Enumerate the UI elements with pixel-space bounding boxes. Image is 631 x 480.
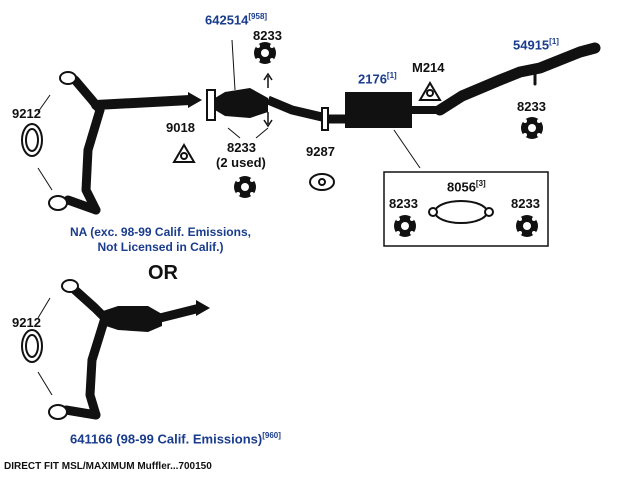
upper-9212-gasket <box>21 94 53 191</box>
upper-y-pipe[interactable] <box>63 75 195 215</box>
label-8233-pair: 8233 <box>227 140 256 155</box>
upper-arrow-icon <box>188 92 202 108</box>
label-9212-lower: 9212 <box>12 315 41 330</box>
label-8233-top: 8233 <box>253 28 282 43</box>
label-2176-number: 2176 <box>358 71 387 87</box>
up-down-arrows-icon <box>263 72 273 128</box>
label-2176-note: [1] <box>386 71 397 80</box>
label-8056-note: [3] <box>475 179 486 188</box>
label-54915-number: 54915 <box>513 37 550 53</box>
label-642514-note: [958] <box>248 12 268 21</box>
gasket-8233-top-icon <box>254 42 276 64</box>
lower-y-pipe-flanges <box>48 279 79 420</box>
upper-y-pipe-flanges <box>48 71 77 211</box>
label-8233-pair-qty: (2 used) <box>216 155 266 170</box>
na-note-line2: Not Licensed in Calif.) <box>97 240 224 254</box>
label-641166-text: 641166 (98-99 Calif. Emissions) <box>70 431 263 447</box>
lower-arrow-icon <box>196 300 210 316</box>
lower-9212-gasket <box>21 297 53 396</box>
gaskets-8233-pair-leaders <box>227 127 269 139</box>
gasket-8233-box-left-icon <box>394 215 416 237</box>
flange-9287[interactable] <box>321 107 345 131</box>
label-642514-number: 642514 <box>205 12 249 28</box>
label-8233-box-left: 8233 <box>389 196 418 211</box>
flange-9018-icon <box>172 143 196 163</box>
na-note-line1: NA (exc. 98-99 Calif. Emissions, <box>70 225 251 239</box>
gasket-8233-right-icon <box>521 117 543 139</box>
tailpipe-54915[interactable] <box>434 42 601 116</box>
label-641166-note: [960] <box>262 431 281 440</box>
gasket-8233-pair-icon <box>234 176 256 198</box>
label-2176: 2176[1] <box>358 71 397 87</box>
clamp-m214-icon <box>418 81 442 101</box>
label-9018: 9018 <box>166 120 195 135</box>
label-8056-number: 8056 <box>447 179 476 195</box>
na-note: NA (exc. 98-99 Calif. Emissions, Not Lic… <box>70 225 251 255</box>
label-8056: 8056[3] <box>447 179 486 195</box>
label-54915-note: [1] <box>549 37 559 46</box>
lower-converter-641166[interactable] <box>100 306 162 332</box>
converter-642514[interactable] <box>206 39 324 122</box>
footer-muffler-line: DIRECT FIT MSL/MAXIMUM Muffler...700150 <box>4 461 212 472</box>
label-m214: M214 <box>412 60 445 75</box>
or-separator: OR <box>148 262 178 284</box>
label-54915: 54915[1] <box>513 37 559 53</box>
label-642514: 642514[958] <box>205 12 268 28</box>
gasket-8233-box-right-icon <box>516 215 538 237</box>
label-641166: 641166 (98-99 Calif. Emissions)[960] <box>70 431 281 447</box>
label-9287: 9287 <box>306 144 335 159</box>
gasket-9287-icon <box>309 173 335 191</box>
label-8233-box-right: 8233 <box>511 196 540 211</box>
label-9212-upper: 9212 <box>12 106 41 121</box>
muffler-2176[interactable] <box>345 92 440 169</box>
label-8233-right: 8233 <box>517 99 546 114</box>
